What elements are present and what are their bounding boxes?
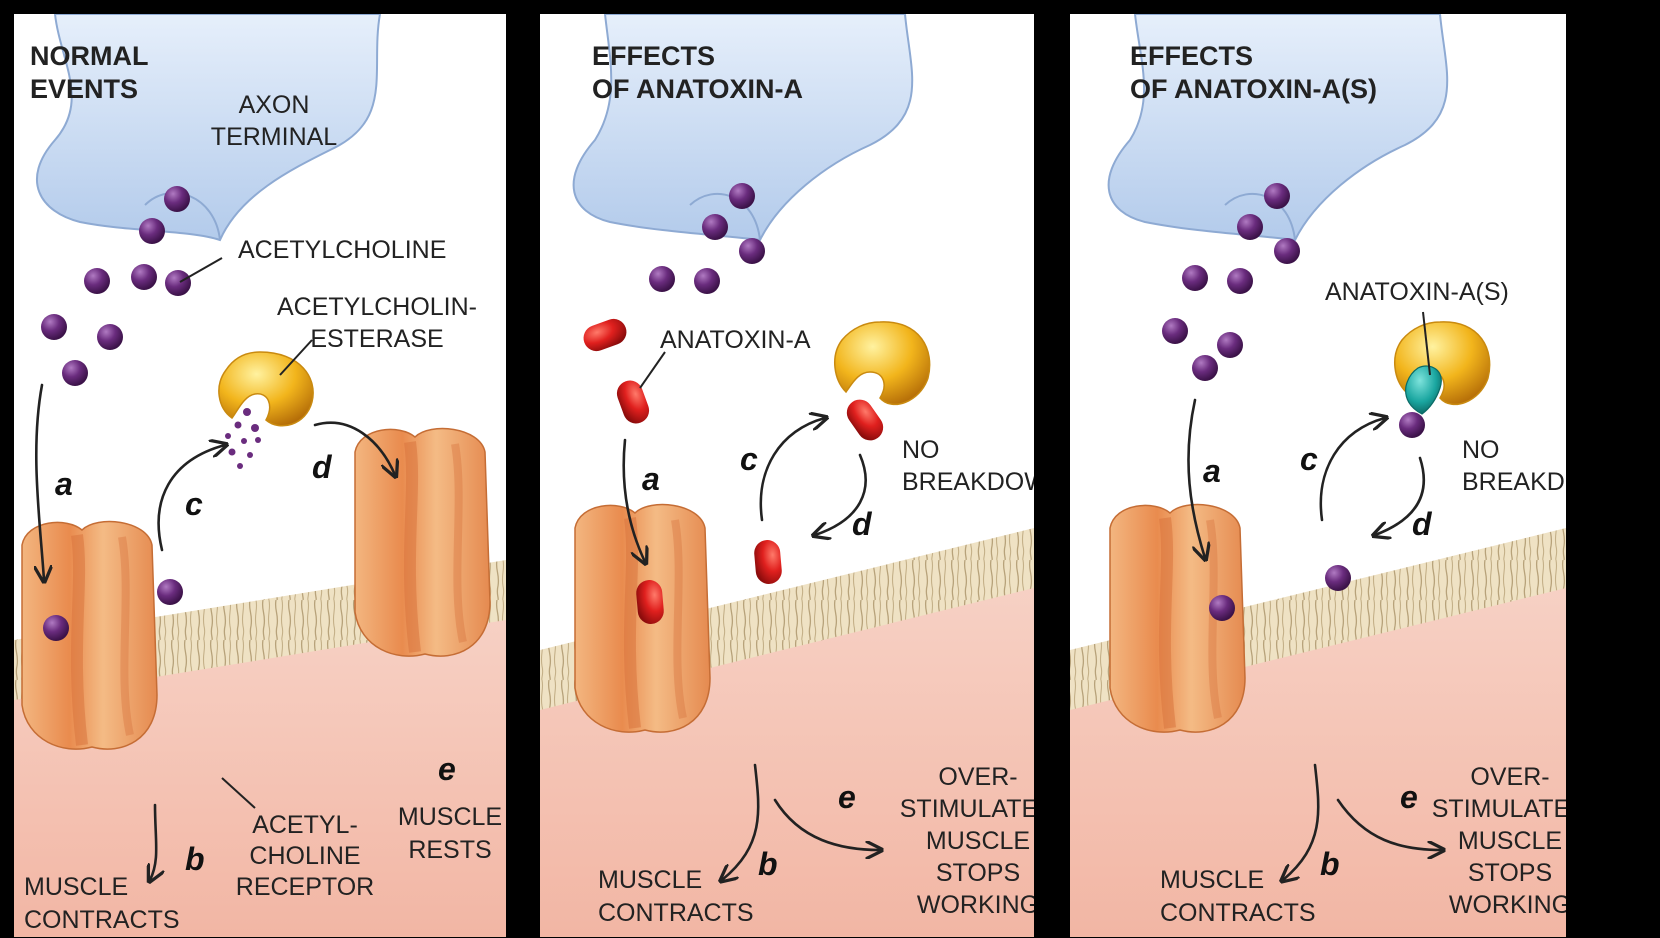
step-b: b — [758, 846, 778, 882]
label-muscle-rests-2: RESTS — [408, 836, 491, 864]
label-esterase-2: ESTERASE — [310, 325, 443, 353]
label-muscle-contracts-1: MUSCLE — [1160, 866, 1264, 894]
step-b: b — [185, 841, 205, 877]
label-muscle-contracts-2: CONTRACTS — [24, 906, 180, 934]
step-e: e — [1400, 779, 1418, 815]
label-overstimulated-3: MUSCLE — [926, 827, 1030, 855]
label-no-breakdown-1: NO — [902, 436, 940, 464]
step-c: c — [185, 486, 203, 522]
label-overstimulated-4: STOPS — [936, 859, 1020, 887]
label-overstimulated-2: STIMULATED — [1432, 795, 1589, 823]
label-muscle-contracts-1: MUSCLE — [24, 873, 128, 901]
label-no-breakdown-1: NO — [1462, 436, 1500, 464]
step-e: e — [838, 779, 856, 815]
label-muscle-contracts-1: MUSCLE — [598, 866, 702, 894]
label-anatoxin-a: ANATOXIN-A — [660, 326, 811, 354]
panel-2-title-line-1: EFFECTS — [592, 41, 715, 71]
step-a: a — [642, 461, 660, 497]
panel-1-title-line-1: NORMAL — [30, 41, 148, 71]
label-muscle-rests-1: MUSCLE — [398, 803, 502, 831]
label-overstimulated-5: WORKING — [1449, 891, 1571, 919]
label-anatoxin-as: ANATOXIN-A(S) — [1325, 278, 1509, 306]
panel-1-title-line-2: EVENTS — [30, 74, 138, 104]
step-c: c — [740, 441, 758, 477]
panel-2-title-line-2: OF ANATOXIN-A — [592, 74, 803, 104]
panel-3-title-line-1: EFFECTS — [1130, 41, 1253, 71]
label-muscle-contracts-2: CONTRACTS — [1160, 899, 1316, 927]
step-e: e — [438, 751, 456, 787]
label-overstimulated-1: OVER- — [938, 763, 1017, 791]
step-d: d — [1412, 506, 1433, 542]
step-a: a — [55, 466, 73, 502]
step-b: b — [1320, 846, 1340, 882]
label-receptor-2: CHOLINE — [249, 842, 360, 870]
label-overstimulated-2: STIMULATED — [900, 795, 1057, 823]
panel-3-title-line-2: OF ANATOXIN-A(S) — [1130, 74, 1377, 104]
label-esterase-1: ACETYLCHOLIN- — [277, 293, 477, 321]
step-d: d — [852, 506, 873, 542]
step-a: a — [1203, 453, 1221, 489]
label-muscle-contracts-2: CONTRACTS — [598, 899, 754, 927]
step-d: d — [312, 449, 333, 485]
label-axon-terminal-2: TERMINAL — [211, 123, 338, 151]
label-overstimulated-1: OVER- — [1470, 763, 1549, 791]
label-receptor-3: RECEPTOR — [236, 873, 374, 901]
step-c: c — [1300, 441, 1318, 477]
label-axon-terminal-1: AXON — [239, 91, 310, 119]
label-overstimulated-4: STOPS — [1468, 859, 1552, 887]
label-overstimulated-5: WORKING — [917, 891, 1039, 919]
label-overstimulated-3: MUSCLE — [1458, 827, 1562, 855]
label-receptor-1: ACETYL- — [252, 811, 358, 839]
label-acetylcholine: ACETYLCHOLINE — [238, 236, 446, 264]
